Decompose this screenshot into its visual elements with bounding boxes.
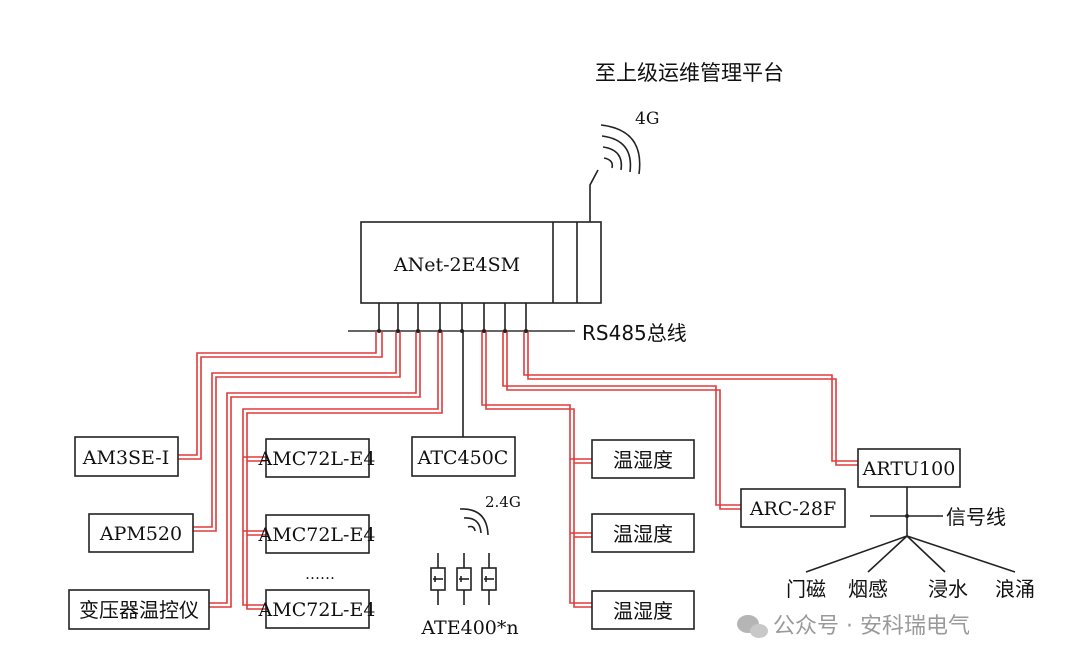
device-transformer-controller: 变压器温控仪	[68, 589, 210, 630]
device-humidity-1-label: 温湿度	[613, 448, 673, 472]
device-artu100-label: ARTU100	[862, 458, 956, 480]
device-apm520-label: APM520	[99, 523, 182, 545]
ate-label: ATE400*n	[420, 617, 518, 639]
device-apm520: APM520	[88, 513, 194, 553]
gateway-label: ANet-2E4SM	[393, 254, 520, 276]
device-artu100: ARTU100	[857, 448, 961, 488]
device-am3se: AM3SE-I	[74, 436, 179, 477]
device-amc-3-label: AMC72L-E4	[258, 599, 376, 621]
device-amc-1: AMC72L-E4	[258, 438, 376, 478]
device-arc28f: ARC-28F	[740, 488, 846, 528]
device-transformer-label: 变压器温控仪	[79, 598, 199, 622]
device-humidity-3: 温湿度	[591, 590, 695, 630]
device-humidity-2: 温湿度	[591, 513, 695, 553]
wechat-icon	[737, 615, 768, 638]
rs485-wires	[178, 331, 858, 610]
sensor-smoke-label: 烟感	[848, 577, 888, 601]
bus-drops	[378, 303, 527, 331]
top-label: 至上级运维管理平台	[595, 61, 784, 85]
device-humidity-3-label: 温湿度	[613, 599, 673, 623]
signal-label: 信号线	[946, 505, 1006, 529]
wireless-icon	[459, 508, 489, 536]
device-arc28f-label: ARC-28F	[749, 498, 836, 520]
device-humidity-2-label: 温湿度	[613, 522, 673, 546]
device-humidity-1: 温湿度	[591, 439, 695, 479]
device-am3se-label: AM3SE-I	[82, 447, 169, 469]
device-amc-2-label: AMC72L-E4	[258, 524, 376, 546]
sensor-door-label: 门磁	[786, 577, 826, 601]
watermark: 公众号 · 安科瑞电气	[773, 614, 970, 639]
device-amc-1-label: AMC72L-E4	[258, 448, 376, 470]
amc-ellipsis: ……	[305, 565, 335, 583]
sensor-surge-label: 浪涌	[995, 577, 1035, 601]
sensor-water-label: 浸水	[928, 577, 968, 601]
bus-junctions	[377, 329, 528, 333]
device-amc-3: AMC72L-E4	[258, 589, 376, 629]
device-amc-2: AMC72L-E4	[258, 514, 376, 554]
gateway-box: ANet-2E4SM	[360, 221, 602, 304]
antenna-icon	[589, 124, 641, 222]
bus-label: RS485总线	[582, 321, 687, 345]
device-atc450c-label: ATC450C	[417, 447, 509, 469]
wireless-label: 2.4G	[485, 493, 521, 511]
signal-lines	[805, 487, 1016, 573]
ate400-sensors	[430, 553, 497, 605]
uplink-label: 4G	[635, 109, 659, 129]
device-atc450c: ATC450C	[411, 436, 516, 477]
